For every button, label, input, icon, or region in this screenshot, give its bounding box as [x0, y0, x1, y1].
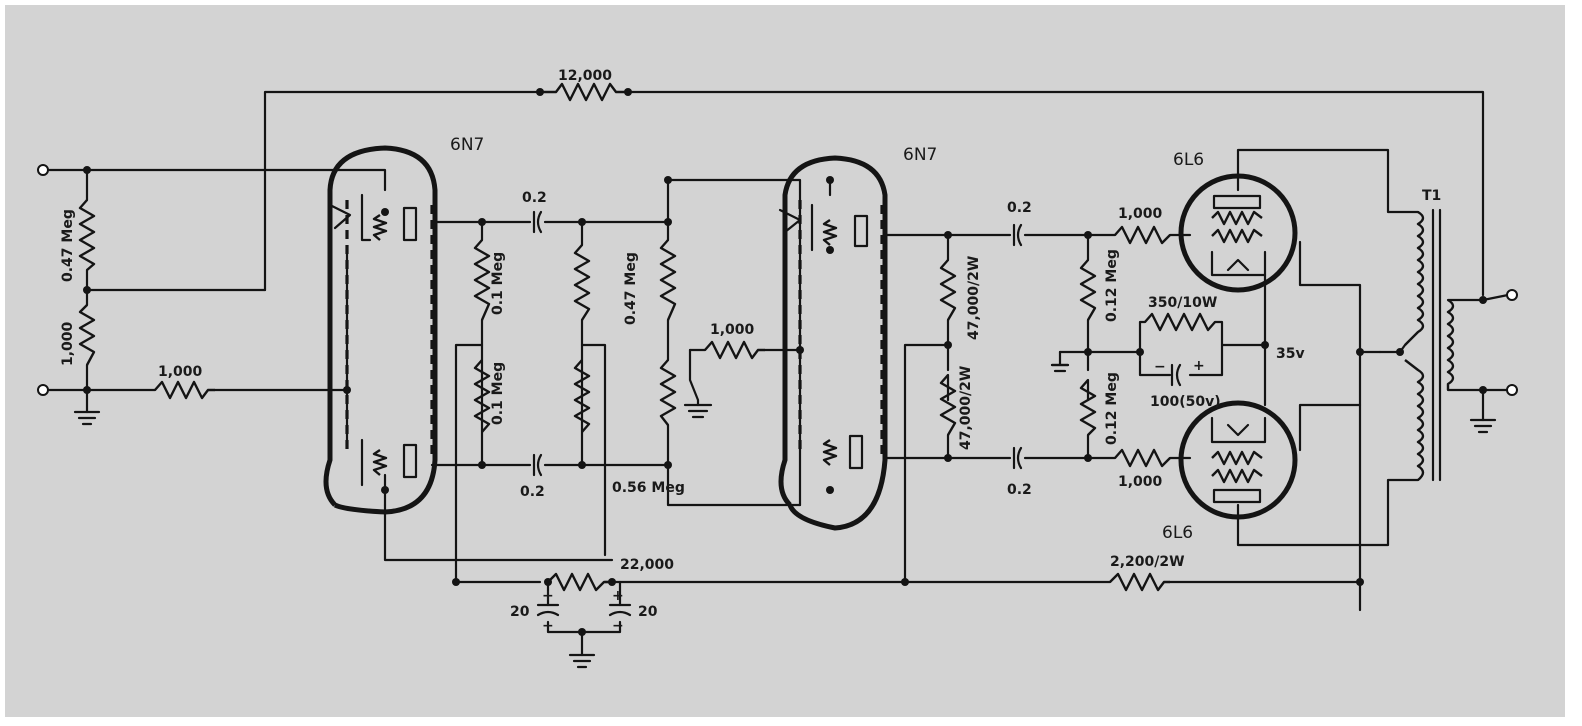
svg-text:−: − [612, 618, 624, 634]
ground-symbol-input [73, 410, 101, 426]
tube-label-v3: 6L6 [1173, 150, 1204, 170]
tube-label-v1: 6N7 [450, 135, 484, 155]
labels: 6N7 6N7 6L6 6L6 T1 12,000 0.47 Meg 1,000… [60, 68, 1441, 620]
label-r-056: 0.56 Meg [612, 480, 685, 496]
grounds [73, 363, 1497, 669]
svg-text:+: + [542, 588, 554, 604]
label-r-012-b: 0.12 Meg [1104, 372, 1120, 445]
tube-label-v4: 6L6 [1162, 523, 1193, 543]
label-c2-bot: 0.2 [1007, 482, 1032, 498]
resistor-r-47k-a [939, 259, 957, 321]
resistor-r-47k-b [939, 374, 957, 436]
resistor-r-mid [704, 340, 765, 360]
capacitor-c20b [608, 603, 632, 617]
label-r-in-top: 0.47 Meg [60, 209, 76, 282]
resistor-r-g-bot [1114, 448, 1171, 468]
junction-dots [83, 88, 1487, 636]
ground-symbol-mid [683, 403, 713, 419]
output-terminal-bottom [1506, 384, 1518, 396]
tube-v3 [1178, 173, 1298, 293]
resistor-r-grid [154, 380, 215, 400]
label-r-012-a: 0.12 Meg [1104, 249, 1120, 322]
resistor-r-in-bot [78, 304, 96, 366]
svg-text:+: + [612, 588, 624, 604]
label-c-20a: 20 [510, 604, 530, 620]
resistor-r-2200 [1109, 572, 1170, 592]
transformer-label: T1 [1422, 188, 1441, 204]
capacitor-c20a [536, 603, 560, 617]
label-c1-bot: 0.2 [520, 484, 545, 500]
label-r-350: 350/10W [1148, 295, 1217, 311]
ground-symbol-cathode [1050, 363, 1070, 373]
resistor-r-g-top [1114, 225, 1171, 245]
label-r-47k-b: 47,000/2W [958, 366, 974, 450]
capacitor-c2-bot [1012, 446, 1023, 470]
label-r-g-bot: 1,000 [1118, 474, 1163, 490]
label-r-2200: 2,200/2W [1110, 554, 1185, 570]
resistor-r-350 [1144, 312, 1216, 332]
label-c1-top: 0.2 [522, 190, 547, 206]
resistor-r-047 [659, 239, 677, 321]
label-r-feedback: 12,000 [558, 68, 612, 84]
tube-v4 [1178, 400, 1298, 520]
resistor-r-load-b [473, 359, 491, 433]
input-terminal-bottom [37, 384, 49, 396]
resistor-r-012-a [1079, 259, 1097, 321]
svg-text:−: − [542, 618, 554, 634]
capacitor-c1-bot [532, 453, 543, 477]
resistor-r-in-top [78, 199, 96, 271]
label-r-47k-a: 47,000/2W [966, 256, 982, 340]
resistors [78, 82, 1216, 592]
capacitors [532, 210, 1182, 617]
label-r-load-b: 0.1 Meg [490, 362, 506, 425]
output-terminal-top [1506, 289, 1518, 301]
svg-text:+: + [1193, 358, 1205, 374]
input-terminal-top [37, 164, 49, 176]
svg-text:−: − [1154, 359, 1166, 375]
tube-v2 [778, 155, 888, 531]
capacitor-c2-top [1012, 223, 1023, 247]
resistor-r-b2 [573, 359, 591, 433]
capacitor-c1-top [532, 210, 543, 234]
label-r-g-top: 1,000 [1118, 206, 1163, 222]
label-v-35: 35v [1276, 346, 1305, 362]
polarity-marks: + + − − − + [542, 358, 1205, 634]
terminals [37, 164, 1518, 396]
tube-v1 [323, 145, 438, 515]
label-c-20b: 20 [638, 604, 658, 620]
label-r-047: 0.47 Meg [623, 252, 639, 325]
label-c2-top: 0.2 [1007, 200, 1032, 216]
resistor-r-feedback [540, 82, 628, 102]
resistor-r-load-a [473, 239, 491, 321]
label-c-100: 100(50v) [1150, 394, 1221, 410]
label-r-load-a: 0.1 Meg [490, 252, 506, 315]
label-r-22k: 22,000 [620, 557, 674, 573]
transformer-t1 [1404, 208, 1455, 482]
ground-symbol-output [1469, 418, 1497, 434]
capacitor-c100 [1170, 363, 1182, 387]
label-r-mid: 1,000 [710, 322, 755, 338]
resistor-r-22k [547, 572, 612, 592]
resistor-r-012-b [1079, 379, 1097, 436]
resistor-r-056 [659, 359, 677, 426]
resistor-r-a2 [573, 244, 591, 321]
label-r-in-bot: 1,000 [60, 321, 76, 366]
label-r-grid: 1,000 [158, 364, 203, 380]
tube-label-v2: 6N7 [903, 145, 937, 165]
ground-symbol-supply [568, 653, 596, 669]
